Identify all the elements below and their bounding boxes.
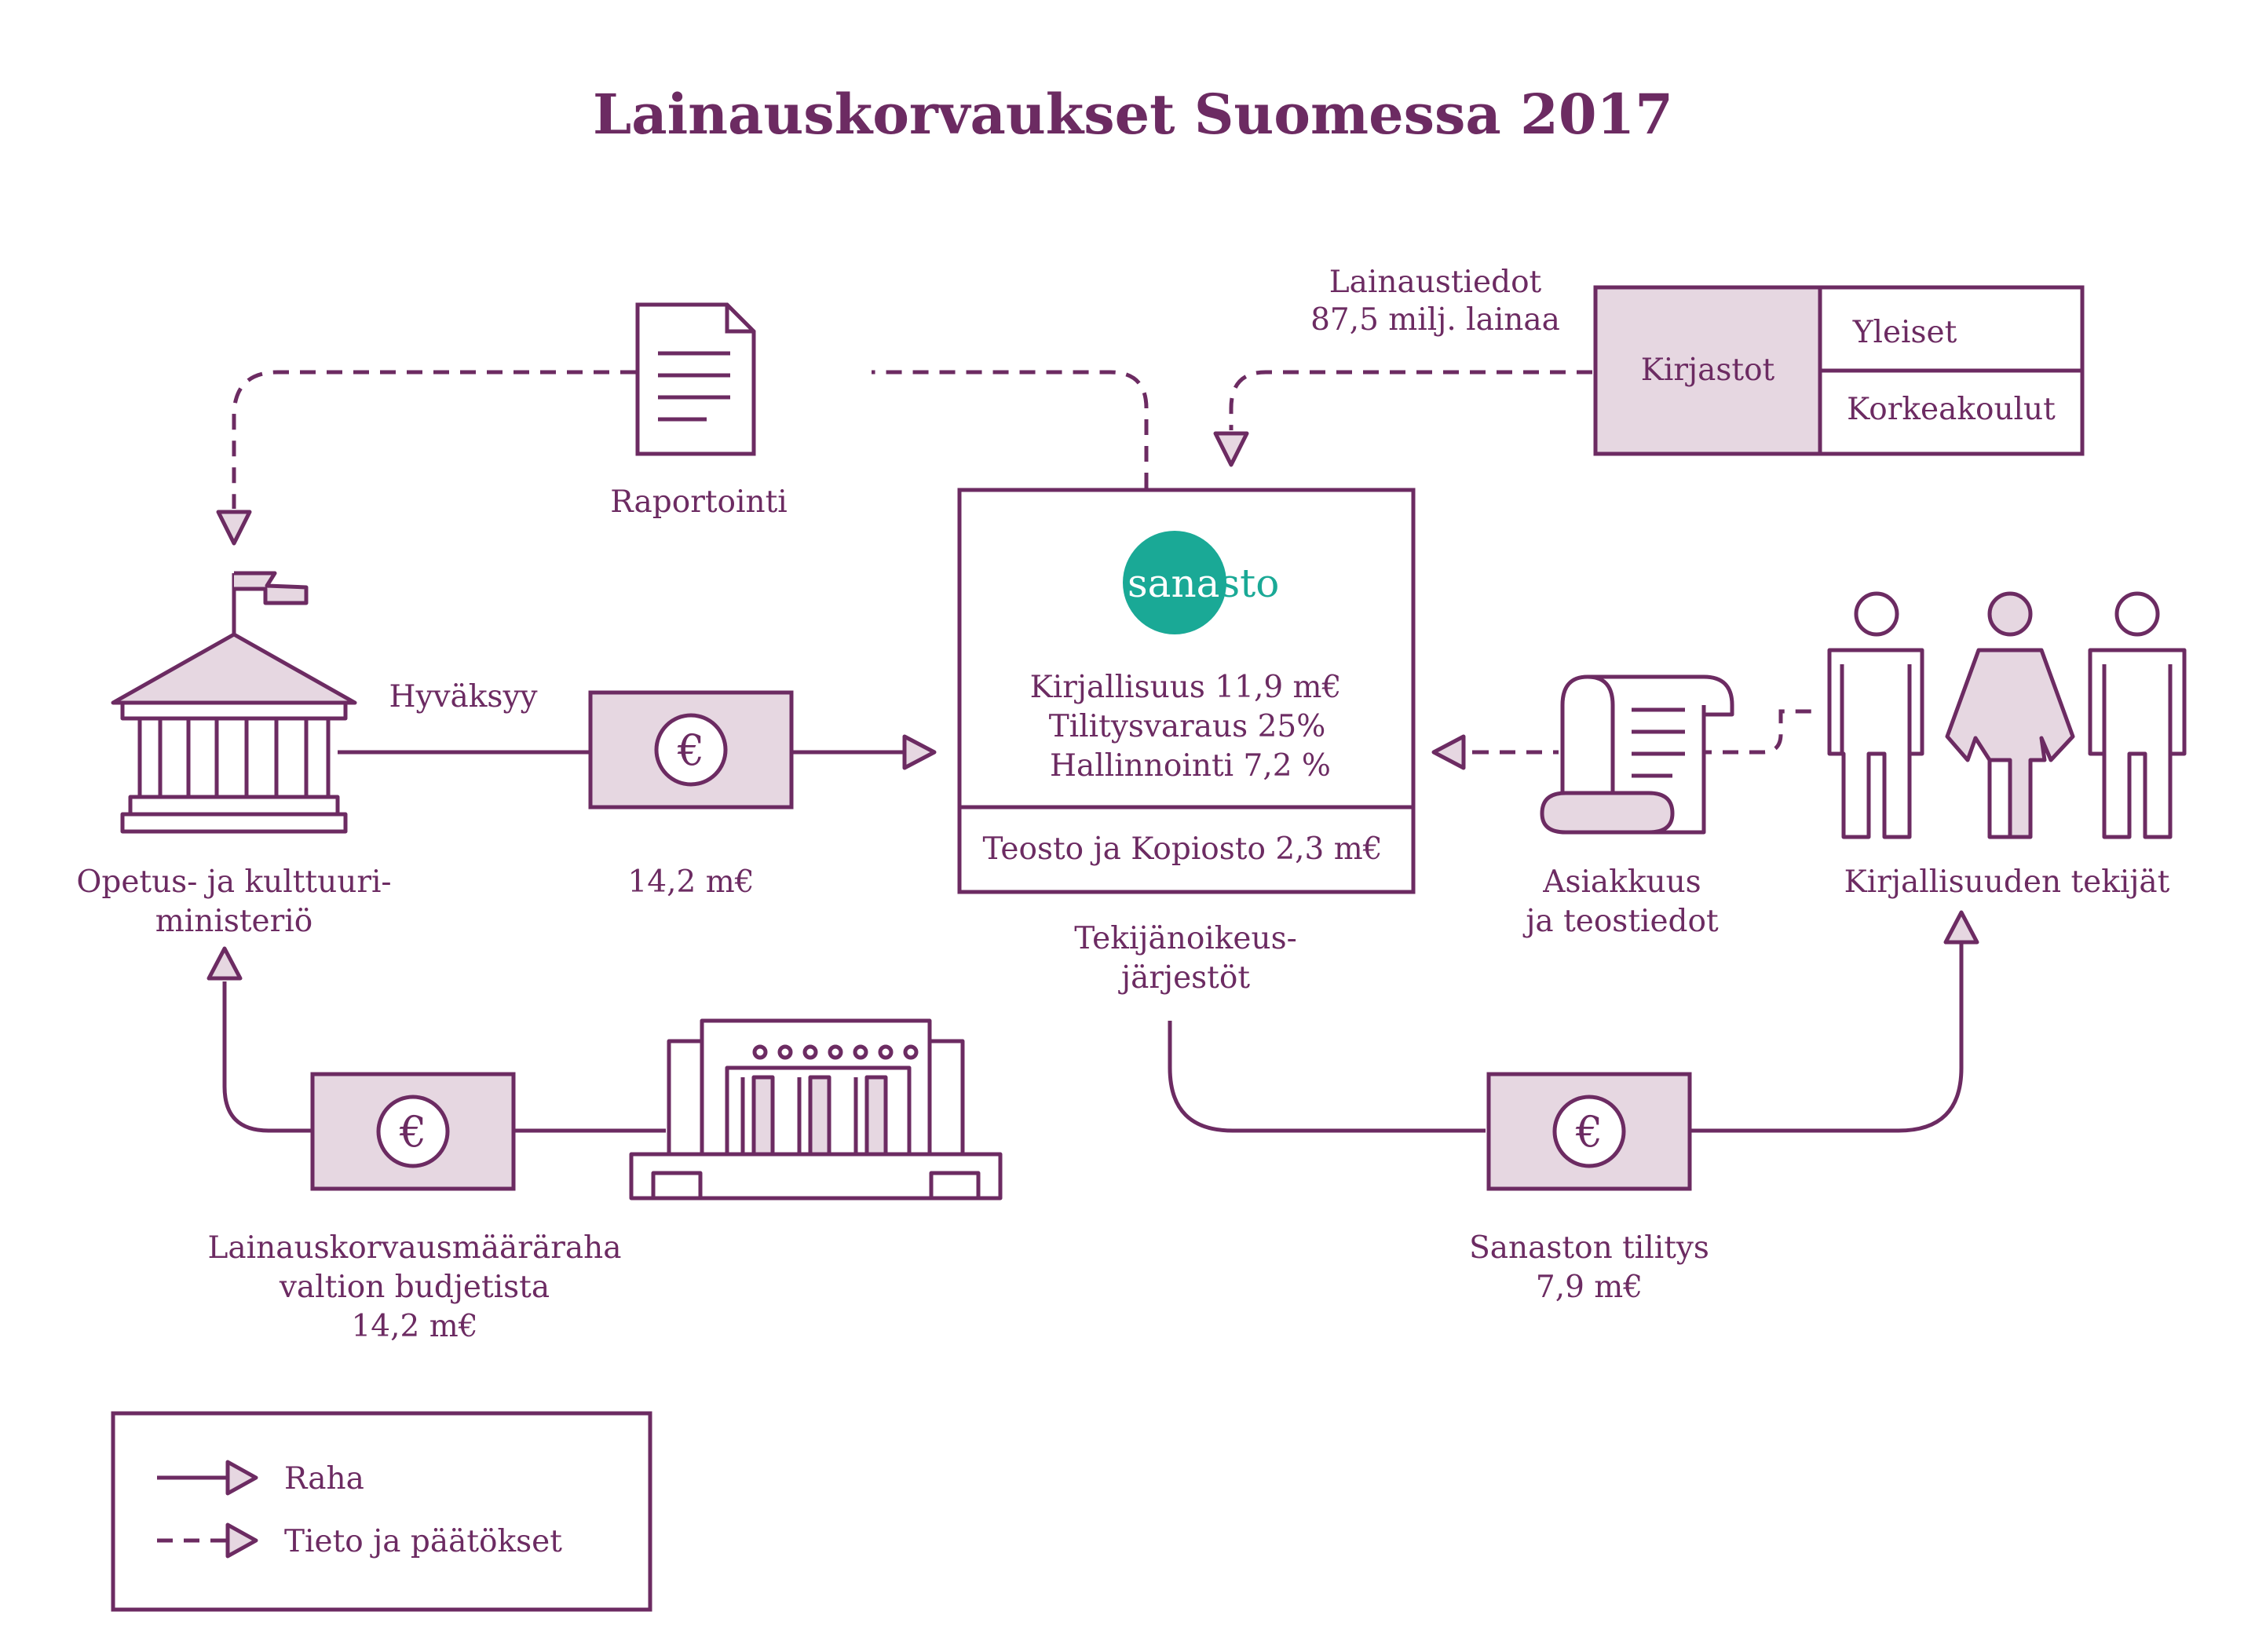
- budget-line2: valtion budjetista: [279, 1270, 550, 1305]
- sanasto-line-literature: Kirjallisuus 11,9 m€: [1030, 670, 1342, 705]
- sanasto-bottom: Teosto ja Kopiosto 2,3 m€: [982, 831, 1382, 867]
- budget-line3: 14,2 m€: [351, 1309, 477, 1344]
- libraries-type-public: Yleiset: [1852, 315, 1957, 350]
- loan-data-connector: [1229, 370, 1592, 430]
- sanasto-caption-line2: järjestöt: [1118, 960, 1250, 996]
- ministry-building-icon: [111, 571, 357, 834]
- sanasto-logo-text: sanasto: [1128, 561, 1279, 606]
- customer-info-line1: Asiakkuus: [1542, 864, 1701, 900]
- document-icon: [635, 302, 756, 456]
- people-icon: [1827, 591, 2187, 839]
- sanasto-line-admin: Hallinnointi 7,2 %: [1050, 748, 1331, 784]
- budget-line1: Lainauskorvausmääräraha: [208, 1230, 622, 1266]
- loan-data-line2: 87,5 milj. lainaa: [1310, 302, 1560, 338]
- sanasto-line-reserve: Tilitysvaraus 25%: [1049, 709, 1326, 744]
- libraries-type-university: Korkeakoulut: [1847, 392, 2056, 427]
- arrowhead-authors-up: [1943, 910, 1979, 945]
- loan-data-line1: Lainaustiedot: [1329, 265, 1542, 300]
- arrowhead-to-ministry: [216, 510, 252, 546]
- euro-note-settlement: [1489, 1074, 1690, 1189]
- ministry-line2: ministeriö: [155, 904, 312, 939]
- customer-info-line2: ja teostiedot: [1522, 904, 1719, 939]
- ministry-payment-amount: 14,2 m€: [627, 864, 754, 900]
- sanasto-logo: [1123, 531, 1226, 634]
- legend-info-label: Tieto ja päätökset: [284, 1524, 562, 1559]
- settlement-line2: 7,9 m€: [1536, 1270, 1643, 1305]
- reporting-connector: [872, 370, 1149, 488]
- authors-label: Kirjallisuuden tekijät: [1844, 864, 2170, 900]
- ministry-line1: Opetus- ja kulttuuri-: [76, 864, 391, 900]
- legend-info-arrow: [225, 1522, 258, 1559]
- sanasto-box: sanasto Kirjallisuus 11,9 m€ Tilitysvara…: [957, 488, 1416, 894]
- approve-label: Hyväksyy: [389, 679, 537, 715]
- libraries-label: Kirjastot: [1641, 353, 1775, 388]
- arrowhead-to-sanasto-left: [902, 734, 937, 770]
- connectors: [222, 370, 1964, 1133]
- settlement-line1: Sanaston tilitys: [1469, 1230, 1709, 1266]
- settlement-connector: [1168, 1021, 1486, 1133]
- scroll-icon: [1540, 674, 1734, 835]
- arrowhead-budget-up: [206, 946, 243, 981]
- parliament-icon: [629, 1018, 1003, 1201]
- arrowhead-to-sanasto-right: [1431, 734, 1466, 770]
- legend-money-arrow: [225, 1460, 258, 1496]
- page-title: Lainauskorvaukset Suomessa 2017: [593, 82, 1673, 147]
- libraries-box: Kirjastot Yleiset Korkeakoulut: [1593, 285, 2085, 456]
- arrowhead-to-sanasto-top: [1213, 431, 1249, 467]
- legend: Raha Tieto ja päätökset: [111, 1411, 652, 1612]
- euro-note-budget: [312, 1074, 514, 1189]
- euro-note-ministry: [590, 693, 791, 807]
- legend-money-label: Raha: [284, 1461, 364, 1497]
- sanasto-caption-line1: Tekijänoikeus-: [1074, 921, 1297, 956]
- arrowheads: [206, 431, 1979, 981]
- reporting-label: Raportointi: [610, 484, 788, 520]
